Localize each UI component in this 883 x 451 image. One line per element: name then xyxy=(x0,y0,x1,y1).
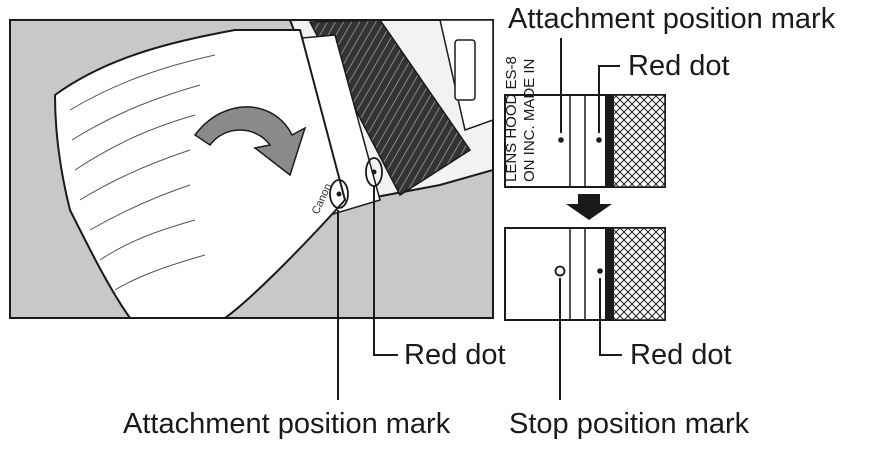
attachment-mark-circle xyxy=(329,179,349,209)
lens-switch xyxy=(454,39,476,101)
leader-red-dot-left xyxy=(373,186,398,356)
stop-position-mark xyxy=(554,265,566,277)
leader-red-dot-right xyxy=(599,278,622,356)
red-dot-bottom xyxy=(597,268,603,274)
attachment-mark-dot xyxy=(558,137,564,143)
hood-detail-after xyxy=(504,227,666,321)
rotate-arrow-icon xyxy=(193,106,307,177)
label-attachment-position-mark-top: Attachment position mark xyxy=(508,3,836,35)
hood-text-line2: ON INC. MADE IN xyxy=(521,59,538,182)
label-stop-position-mark: Stop position mark xyxy=(509,408,750,440)
label-red-dot-left: Red dot xyxy=(404,339,506,371)
label-attachment-position-mark-bottom: Attachment position mark xyxy=(123,408,451,440)
hood-text-line1: LENS HOOD ES-8 xyxy=(503,56,520,182)
label-red-dot-top: Red dot xyxy=(628,50,730,82)
lens-focus-ring xyxy=(308,20,472,197)
lens-illustration-panel: Canon xyxy=(9,19,494,319)
hood-detail-before: LENS HOOD ES-8 ON INC. MADE IN xyxy=(503,56,666,188)
lens-hood xyxy=(53,29,347,318)
red-dot-top xyxy=(596,137,602,143)
down-arrow-icon xyxy=(566,194,612,220)
label-red-dot-right: Red dot xyxy=(630,339,732,371)
leader-red-dot-top xyxy=(598,65,620,133)
